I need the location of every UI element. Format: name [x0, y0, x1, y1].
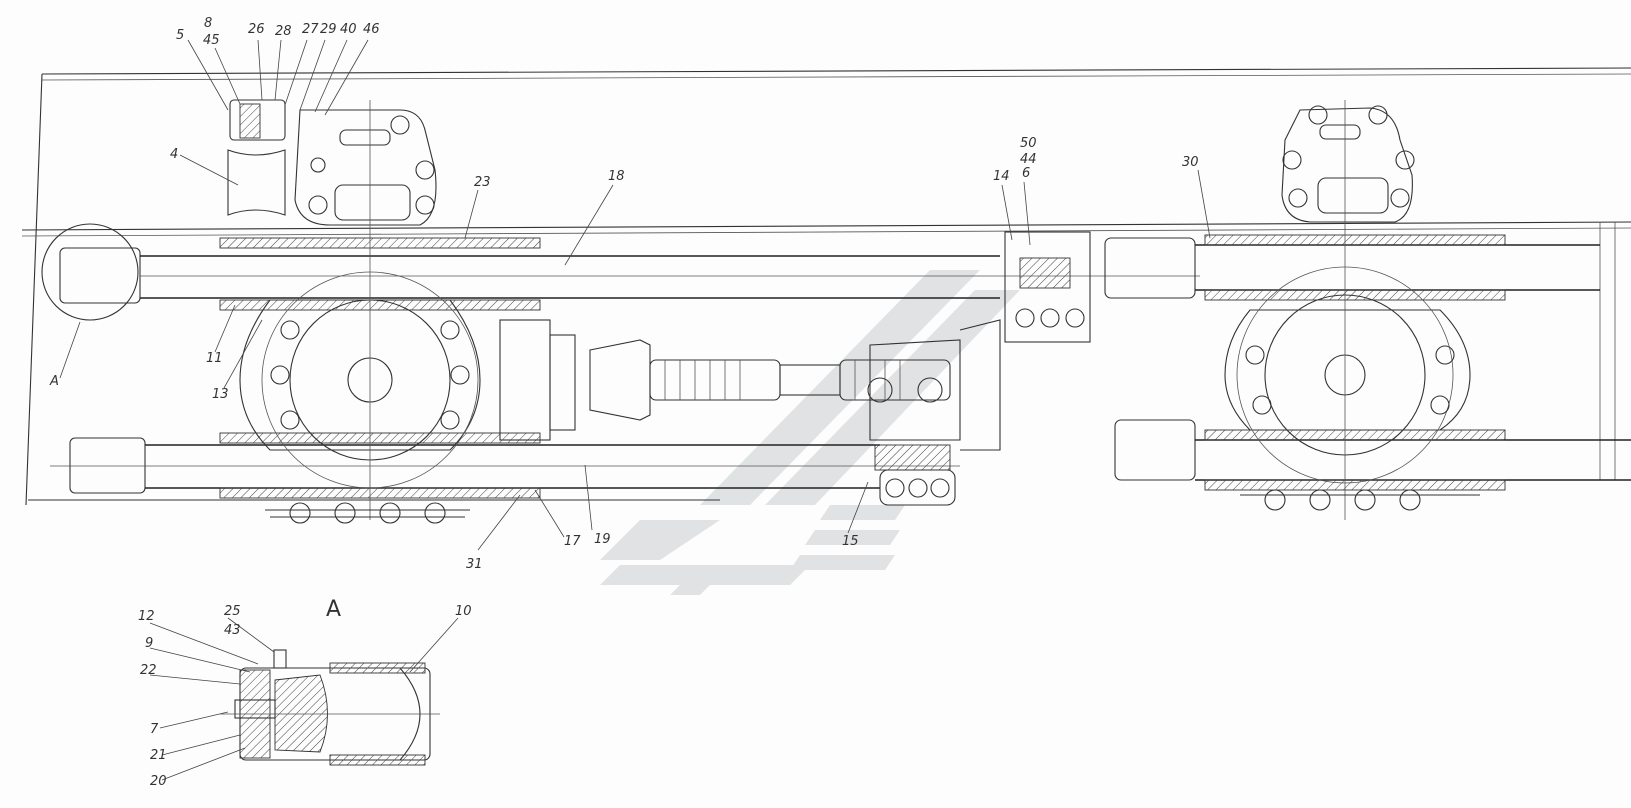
callout-30: 30: [1182, 155, 1199, 170]
callout-25: 25: [224, 604, 241, 619]
callout-4: 4: [170, 147, 178, 162]
callout-labels: 5 8 45 26 28 27 29 40 46 4 23 18 50 44 6…: [49, 16, 1199, 789]
callout-6: 6: [1022, 166, 1030, 181]
callout-29: 29: [320, 22, 337, 37]
right-bracket-assembly: [1281, 100, 1415, 230]
callout-15: 15: [842, 534, 859, 549]
callout-5: 5: [176, 28, 184, 43]
leader-lines: [59, 39, 1211, 781]
callout-20: 20: [150, 774, 167, 789]
detail-view-title: A: [326, 597, 341, 622]
callout-40: 40: [340, 22, 357, 37]
callout-26: 26: [248, 22, 265, 37]
left-bracket-assembly: [227, 99, 437, 240]
callout-22: 22: [140, 663, 157, 678]
callout-18: 18: [608, 169, 625, 184]
callout-8: 8: [204, 16, 212, 31]
detail-view-a: [220, 649, 440, 766]
left-leaf-spring: [265, 502, 470, 524]
lower-reaction-rod: [50, 432, 960, 499]
callout-12: 12: [138, 609, 155, 624]
callout-19: 19: [594, 532, 611, 547]
callout-11: 11: [206, 351, 223, 366]
callout-A-main: A: [49, 374, 59, 389]
callout-46: 46: [363, 22, 380, 37]
callout-50: 50: [1020, 136, 1037, 151]
cardan-shaft: [589, 339, 961, 471]
frame-rail: [21, 67, 1631, 506]
callout-7: 7: [150, 722, 159, 737]
callout-45: 45: [203, 33, 220, 48]
watermark-logo: [600, 270, 1020, 595]
callout-43: 43: [224, 623, 241, 638]
callout-31: 31: [466, 557, 483, 572]
callout-27: 27: [302, 22, 319, 37]
center-bracket: [879, 231, 1091, 506]
callout-23: 23: [474, 175, 491, 190]
callout-44: 44: [1020, 152, 1037, 167]
callout-13: 13: [212, 387, 229, 402]
callout-28: 28: [275, 24, 292, 39]
left-axle-hub: [239, 240, 576, 520]
callout-17: 17: [564, 534, 581, 549]
callout-21: 21: [150, 748, 167, 763]
callout-9: 9: [145, 636, 153, 651]
callout-14: 14: [993, 169, 1010, 184]
right-axle-hub: [1104, 230, 1631, 520]
callout-10: 10: [455, 604, 472, 619]
